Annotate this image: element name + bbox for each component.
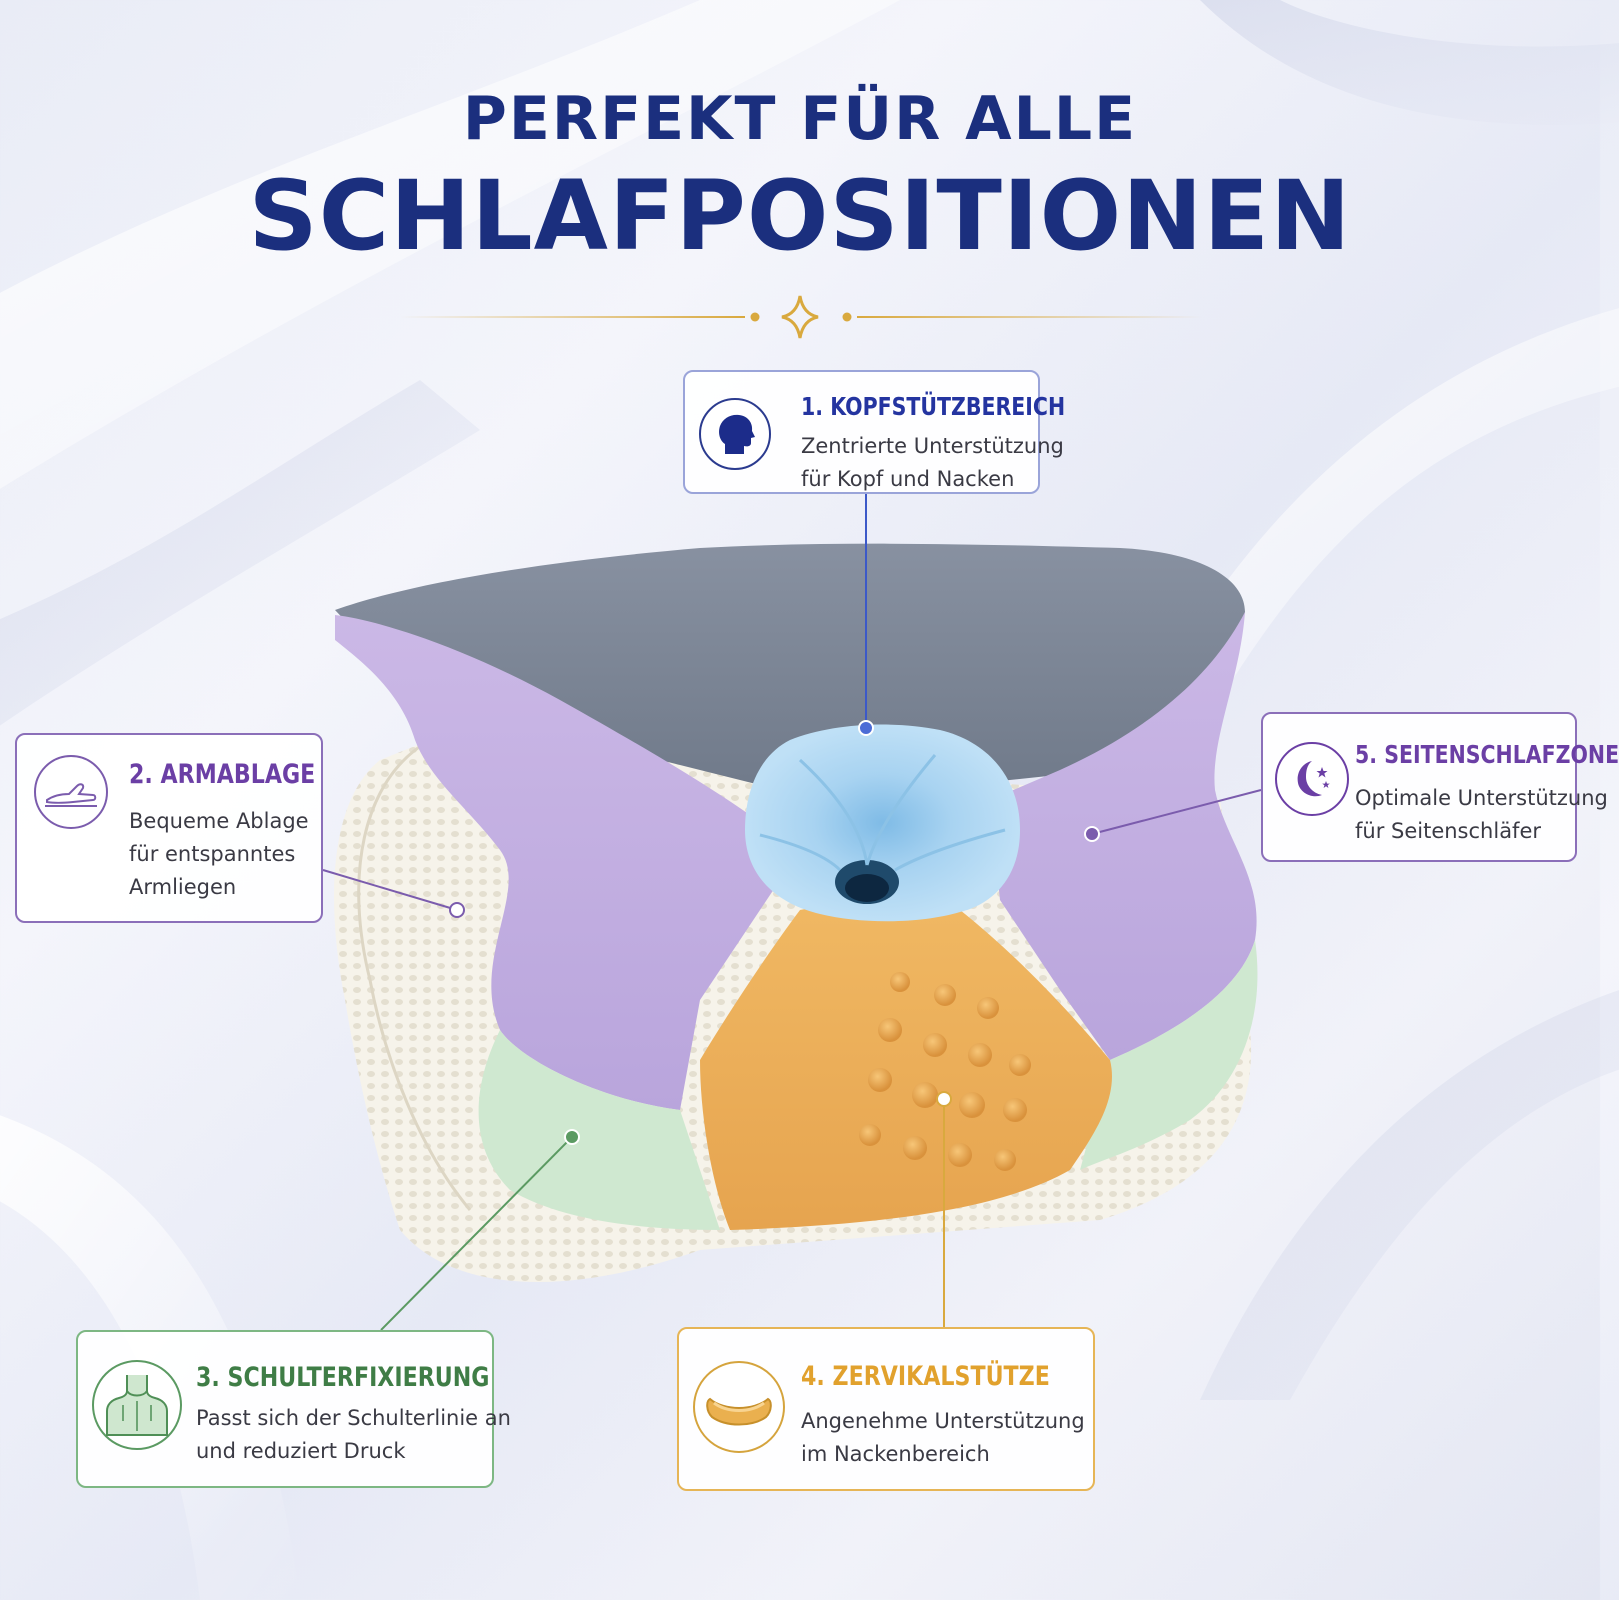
pillow-green-right xyxy=(1080,940,1258,1170)
feature-title: 2. ARMABLAGE xyxy=(129,759,316,790)
feature-description: Passt sich der Schulterlinie an und redu… xyxy=(196,1406,511,1463)
pillow-green-left xyxy=(478,1030,720,1230)
sparkle-icon xyxy=(781,295,819,339)
headline-line-1: PERFEKT FÜR ALLE xyxy=(462,84,1138,154)
pillow-purple-right xyxy=(990,612,1257,1060)
feature-title: 5. SEITENSCHLAFZONE xyxy=(1355,740,1619,769)
feature-card-head-support: 1. KOPFSTÜTZBEREICH Zentrierte Unterstüt… xyxy=(683,370,1065,494)
decorative-divider xyxy=(400,295,1202,339)
feature-card-arm-rest: 2. ARMABLAGE Bequeme Ablage für entspann… xyxy=(15,733,323,923)
feature-card-shoulder-fix: 3. SCHULTERFIXIERUNG Passt sich der Schu… xyxy=(76,1330,511,1488)
feature-title: 4. ZERVIKALSTÜTZE xyxy=(801,1361,1050,1392)
feature-description: Angenehme Unterstützung im Nackenbereich xyxy=(801,1409,1085,1466)
massage-bumps xyxy=(859,972,1031,1171)
feature-description: Optimale Unterstützung für Seitenschläfe… xyxy=(1355,786,1608,843)
pillow-purple-left xyxy=(335,615,780,1110)
pillow-orange-center xyxy=(700,901,1112,1230)
headline-line-2: SCHLAFPOSITIONEN xyxy=(248,160,1352,272)
feature-description: Bequeme Ablage für entspanntes Armliegen xyxy=(129,809,309,899)
feature-description: Zentrierte Unterstützung für Kopf und Na… xyxy=(801,434,1064,491)
head-silhouette-icon xyxy=(699,398,771,470)
feature-title: 3. SCHULTERFIXIERUNG xyxy=(196,1362,490,1393)
pillow-grey-top xyxy=(335,543,1245,800)
arm-rest-icon xyxy=(34,755,108,829)
shoulders-icon xyxy=(92,1360,182,1450)
feature-card-side-sleep: 5. SEITENSCHLAFZONE Optimale Unterstützu… xyxy=(1261,712,1619,862)
moon-stars-icon xyxy=(1275,742,1349,816)
feature-title: 1. KOPFSTÜTZBEREICH xyxy=(801,392,1066,421)
cervical-roll-icon xyxy=(693,1361,785,1453)
feature-card-cervical-support: 4. ZERVIKALSTÜTZE Angenehme Unterstützun… xyxy=(677,1327,1095,1491)
